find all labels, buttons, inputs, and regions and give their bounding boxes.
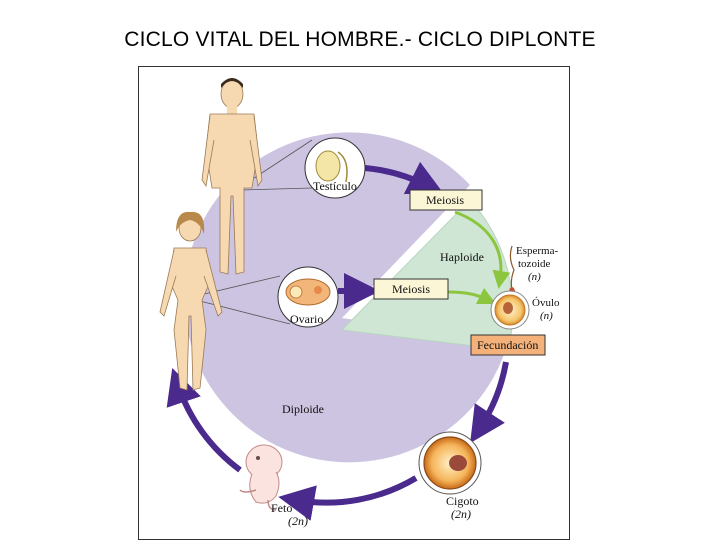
label-meiosis-top: Meiosis — [426, 193, 464, 207]
sperm-icon — [509, 245, 515, 297]
label-meiosis-mid: Meiosis — [392, 282, 430, 296]
testis-icon — [304, 137, 366, 199]
green-arrow-sperm — [454, 210, 511, 289]
label-diploide: Diploide — [282, 402, 324, 416]
cycle-arrow-bottom — [278, 475, 418, 521]
fecundacion-box — [470, 334, 546, 356]
connector-line — [195, 299, 291, 325]
label-fecundacion: Fecundación — [477, 338, 538, 352]
green-arrow-ovum — [447, 287, 497, 305]
label-haploide: Haploide — [440, 250, 484, 264]
label-ovulo: Óvulo — [532, 297, 560, 309]
label-feto: Feto — [271, 501, 292, 515]
label-espermatozoide-2: tozoide — [518, 258, 550, 270]
ovum-icon — [490, 290, 530, 330]
cycle-arrow-top — [364, 161, 445, 195]
label-ovario: Ovario — [290, 312, 323, 326]
label-ovulo-n: (n) — [540, 310, 553, 322]
female-figure — [159, 211, 223, 391]
label-cigoto: Cigoto — [446, 494, 479, 508]
ovary-icon — [277, 266, 339, 328]
fetus-icon — [239, 444, 283, 511]
label-espermatozoide-n: (n) — [528, 271, 541, 283]
label-feto-2n: (2n) — [288, 514, 308, 528]
connector-line — [241, 187, 313, 191]
label-testiculo: Testículo — [313, 179, 357, 193]
male-figure — [201, 78, 263, 275]
label-espermatozoide-1: Esperma- — [516, 245, 558, 257]
meiosis-box-mid — [373, 278, 449, 300]
cycle-arrow-right — [470, 361, 509, 444]
meiosis-box-top — [409, 189, 483, 211]
page-title: CICLO VITAL DEL HOMBRE.- CICLO DIPLONTE — [124, 28, 596, 51]
label-cigoto-2n: (2n) — [451, 507, 471, 521]
zygote-icon — [418, 431, 482, 495]
cycle-arrow-left — [166, 367, 242, 473]
